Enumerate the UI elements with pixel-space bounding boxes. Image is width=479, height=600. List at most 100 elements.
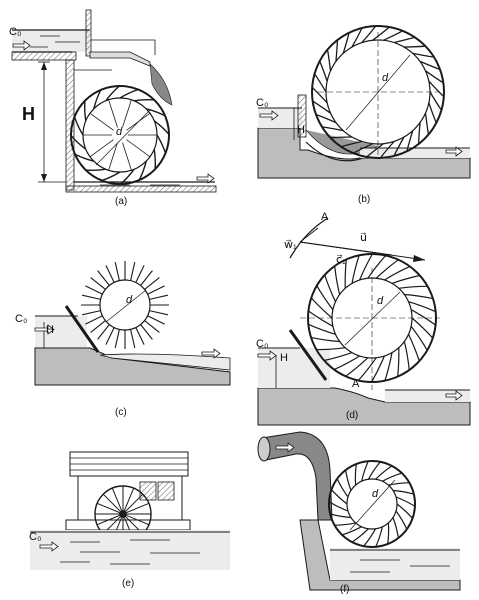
wheel-bucket [73,116,84,136]
wheel-bucket [329,513,352,519]
wheel-bucket [363,528,377,547]
panel-d-c1-label: c⃗₁ [336,254,346,266]
wheel-paddle [81,310,101,316]
wheel-bucket [388,482,410,486]
wheel-spoke [126,515,150,526]
wheel-bucket [396,503,413,519]
wheel-bucket [351,255,360,284]
panel-a-d-label: d [116,126,123,138]
wheel-bucket [406,130,414,152]
wheel-paddle [114,329,120,349]
panel-e [30,451,230,570]
wheel-bucket [382,472,403,482]
wheel-bucket [308,323,336,335]
wheel-paddle [90,320,106,333]
wheel-paddle [105,327,115,345]
wheel-paddle [85,285,103,295]
wheel-bucket [387,522,390,545]
panel-d-d-label: d [377,295,384,307]
wheel-bucket [384,265,411,281]
panel-f-d-label: d [372,488,379,500]
wheel-bucket [328,501,349,512]
wheel-paddle [144,320,160,333]
wheel-paddle [147,285,165,295]
wheel-bucket [407,334,420,362]
wheel-bucket [324,352,353,362]
panel-c-c0-label: C₀ [15,313,28,325]
wheel-bucket [397,347,400,377]
wheel-bucket [312,100,331,114]
wheel-paddle [90,277,106,290]
wheel-bucket [403,341,410,371]
wheel-bucket [383,30,404,41]
wheel-bucket [120,168,135,185]
panel-f [257,431,461,591]
wheel-bucket [417,122,421,145]
wheel-bucket [341,526,362,536]
wheel-bucket [403,45,426,48]
wheel-bucket [428,80,445,98]
panel-e-c0-label: C₀ [29,531,42,543]
wheel-bucket [70,135,87,150]
wheel-bucket [392,489,415,495]
wheel-spoke [96,502,120,513]
panel-d-a-top-label: A [321,211,329,223]
wheel-bucket [310,297,333,319]
panel-d-w1-label: w⃗₁ [284,239,297,251]
wheel-paddle [85,315,103,325]
wheel-bucket [404,293,434,300]
wheel-paddle [140,270,153,286]
panel-b-h-label: H [297,124,305,136]
panel-e-caption: (e) [122,578,135,589]
wheel-bucket [85,168,106,172]
wheel-bucket [357,357,377,381]
panel-a-caption: (a) [115,196,128,207]
wheel-bucket [361,25,377,43]
wheel-bucket [331,489,348,505]
vector-c1 [299,241,393,256]
wheel-bucket [83,100,87,121]
wheel-bucket [345,357,369,377]
wheel-spoke [96,515,120,526]
wheel-bucket [367,461,381,480]
wheel-bucket [310,336,340,343]
wheel-bucket [429,91,442,111]
wheel-bucket [319,60,328,82]
wheel-bucket [308,310,334,327]
wheel-bucket [138,161,147,181]
wheel-bucket [351,528,369,543]
wheel-paddle [81,294,101,300]
wheel-bucket [74,153,94,162]
panel-a [11,9,217,193]
wheel-bucket [333,355,360,371]
wheel-bucket [146,108,166,117]
wheel-spoke [102,493,121,512]
wheel-paddle [97,270,110,286]
wheel-bucket [321,126,344,132]
wheel-bucket [119,88,139,99]
wheel-paddle [144,277,160,290]
wheel-bucket [153,120,170,135]
wheel-bucket [326,49,332,71]
wheel-bucket [354,463,357,486]
wheel-bucket [335,39,339,62]
wheel-bucket [419,60,441,71]
panel-a-c0-label: C₀ [9,26,22,38]
wheel-bucket [311,86,328,104]
panel-c-d-label: d [126,294,133,306]
wheel-bucket [375,259,399,279]
wheel-bucket [334,265,341,295]
wheel-spoke [122,142,132,171]
wheel-bucket [316,285,334,311]
velocity-curve [289,217,329,259]
wheel-paddle [140,324,153,340]
wheel-bucket [315,113,337,124]
panel-b [257,25,471,179]
wheel-bucket [101,171,121,182]
panel-c-h-label: H [46,324,54,336]
wheel-spoke [89,139,114,158]
wheel-bucket [410,309,436,326]
wheel-bucket [324,274,337,302]
panel-f-caption: (f) [340,584,350,595]
